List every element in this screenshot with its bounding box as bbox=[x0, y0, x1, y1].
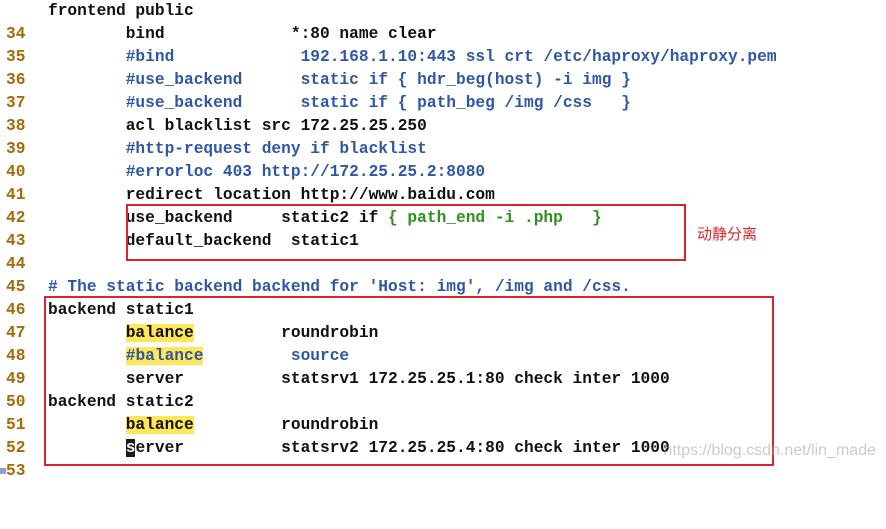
text-cursor[interactable]: s bbox=[125, 439, 136, 457]
comment-text: # The static backend backend for 'Host: … bbox=[48, 278, 631, 296]
line-text: backend static2 bbox=[48, 393, 194, 411]
code-line[interactable]: 35 bind *:80 name clear bbox=[0, 23, 437, 66]
line-text: server statsrv2 172.25.25.4:80 check int… bbox=[48, 437, 670, 460]
code-line[interactable]: 44 default_backend static1 bbox=[0, 230, 359, 273]
line-rest: source bbox=[203, 347, 350, 365]
line-number: 51 bbox=[6, 416, 26, 434]
code-line[interactable]: 34 frontend public bbox=[0, 0, 194, 43]
line-text: redirect location http://www.baidu.com bbox=[48, 186, 495, 204]
code-line[interactable]: 42 redirect location http://www.baidu.co… bbox=[0, 184, 495, 227]
code-line[interactable]: 51 backend static2 bbox=[0, 391, 194, 434]
line-number: 48 bbox=[6, 347, 26, 365]
line-number: 35 bbox=[6, 48, 26, 66]
line-text: use_backend static2 if { path_end -i .ph… bbox=[48, 207, 602, 230]
search-highlight: balance bbox=[135, 347, 204, 365]
line-number: 36 bbox=[6, 71, 26, 89]
code-line[interactable]: 50 server statsrv1 172.25.25.1:80 check … bbox=[0, 368, 670, 411]
acl-condition: { path_end -i .php } bbox=[388, 209, 602, 227]
line-number: 42 bbox=[6, 209, 26, 227]
annotation-label: 动静分离 bbox=[697, 225, 758, 243]
line-number: 47 bbox=[6, 324, 26, 342]
line-number: 49 bbox=[6, 370, 26, 388]
code-line[interactable]: 36 #bind 192.168.1.10:443 ssl crt /etc/h… bbox=[0, 46, 777, 89]
line-number: 43 bbox=[6, 232, 26, 250]
scroll-indicator bbox=[0, 468, 6, 474]
comment-text: #use_backend static if { hdr_beg(host) -… bbox=[48, 71, 631, 89]
code-line[interactable]: 47 backend static1 bbox=[0, 299, 194, 342]
line-number: 38 bbox=[6, 117, 26, 135]
comment-text: #balance source bbox=[48, 345, 349, 368]
code-line[interactable]: 39 acl blacklist src 172.25.25.250 bbox=[0, 115, 427, 158]
line-rest: roundrobin bbox=[193, 416, 379, 434]
line-number: 37 bbox=[6, 94, 26, 112]
line-number: 40 bbox=[6, 163, 26, 181]
line-number: 44 bbox=[6, 255, 26, 273]
comment-text: #bind 192.168.1.10:443 ssl crt /etc/hapr… bbox=[48, 48, 777, 66]
line-text: default_backend static1 bbox=[48, 232, 359, 250]
line-number: 50 bbox=[6, 393, 26, 411]
comment-text: #errorloc 403 http://172.25.25.2:8080 bbox=[48, 163, 486, 181]
code-line[interactable]: 43 use_backend static2 if { path_end -i … bbox=[0, 207, 602, 250]
comment-text: #http-request deny if blacklist bbox=[48, 140, 427, 158]
line-number: 39 bbox=[6, 140, 26, 158]
code-editor[interactable]: 34 frontend public 35 bind *:80 name cle… bbox=[0, 0, 886, 480]
line-text: server statsrv1 172.25.25.1:80 check int… bbox=[48, 370, 670, 388]
watermark: https://blog.csdn.net/lin_made bbox=[663, 442, 876, 459]
line-text: acl blacklist src 172.25.25.250 bbox=[48, 117, 427, 135]
line-number: 41 bbox=[6, 186, 26, 204]
search-highlight: balance bbox=[125, 324, 194, 342]
line-number: 45 bbox=[6, 278, 26, 296]
line-text: backend static1 bbox=[48, 301, 194, 319]
comment-marker: # bbox=[125, 347, 136, 365]
code-line[interactable]: 37 #use_backend static if { hdr_beg(host… bbox=[0, 69, 631, 112]
line-rest: erver statsrv2 172.25.25.4:80 check inte… bbox=[135, 439, 670, 457]
line-number: 46 bbox=[6, 301, 26, 319]
code-line[interactable]: 38 #use_backend static if { path_beg /im… bbox=[0, 92, 631, 135]
code-line[interactable]: 41 #errorloc 403 http://172.25.25.2:8080 bbox=[0, 161, 485, 204]
code-line[interactable]: 45 bbox=[0, 253, 39, 296]
line-rest: roundrobin bbox=[193, 324, 379, 342]
line-text: balance roundrobin bbox=[48, 414, 378, 437]
annotation-box-frontend bbox=[126, 204, 686, 261]
line-number: 53 bbox=[6, 462, 26, 480]
code-line[interactable]: 46 # The static backend backend for 'Hos… bbox=[0, 276, 631, 319]
comment-text: #use_backend static if { path_beg /img /… bbox=[48, 94, 631, 112]
use-backend-keyword: use_backend static2 if bbox=[48, 209, 388, 227]
code-line[interactable]: 49 #balance source bbox=[0, 345, 349, 388]
annotation-box-backends bbox=[44, 296, 774, 466]
line-number: 52 bbox=[6, 439, 26, 457]
line-text: frontend public bbox=[48, 2, 194, 20]
line-number: 34 bbox=[6, 25, 26, 43]
search-highlight: balance bbox=[125, 416, 194, 434]
code-line[interactable]: 48 balance roundrobin bbox=[0, 322, 378, 365]
code-line[interactable]: 53 server statsrv2 172.25.25.4:80 check … bbox=[0, 437, 670, 480]
code-line[interactable]: 40 #http-request deny if blacklist bbox=[0, 138, 427, 181]
line-text: bind *:80 name clear bbox=[48, 25, 437, 43]
code-line[interactable]: 52 balance roundrobin bbox=[0, 414, 378, 457]
line-text: balance roundrobin bbox=[48, 322, 378, 345]
